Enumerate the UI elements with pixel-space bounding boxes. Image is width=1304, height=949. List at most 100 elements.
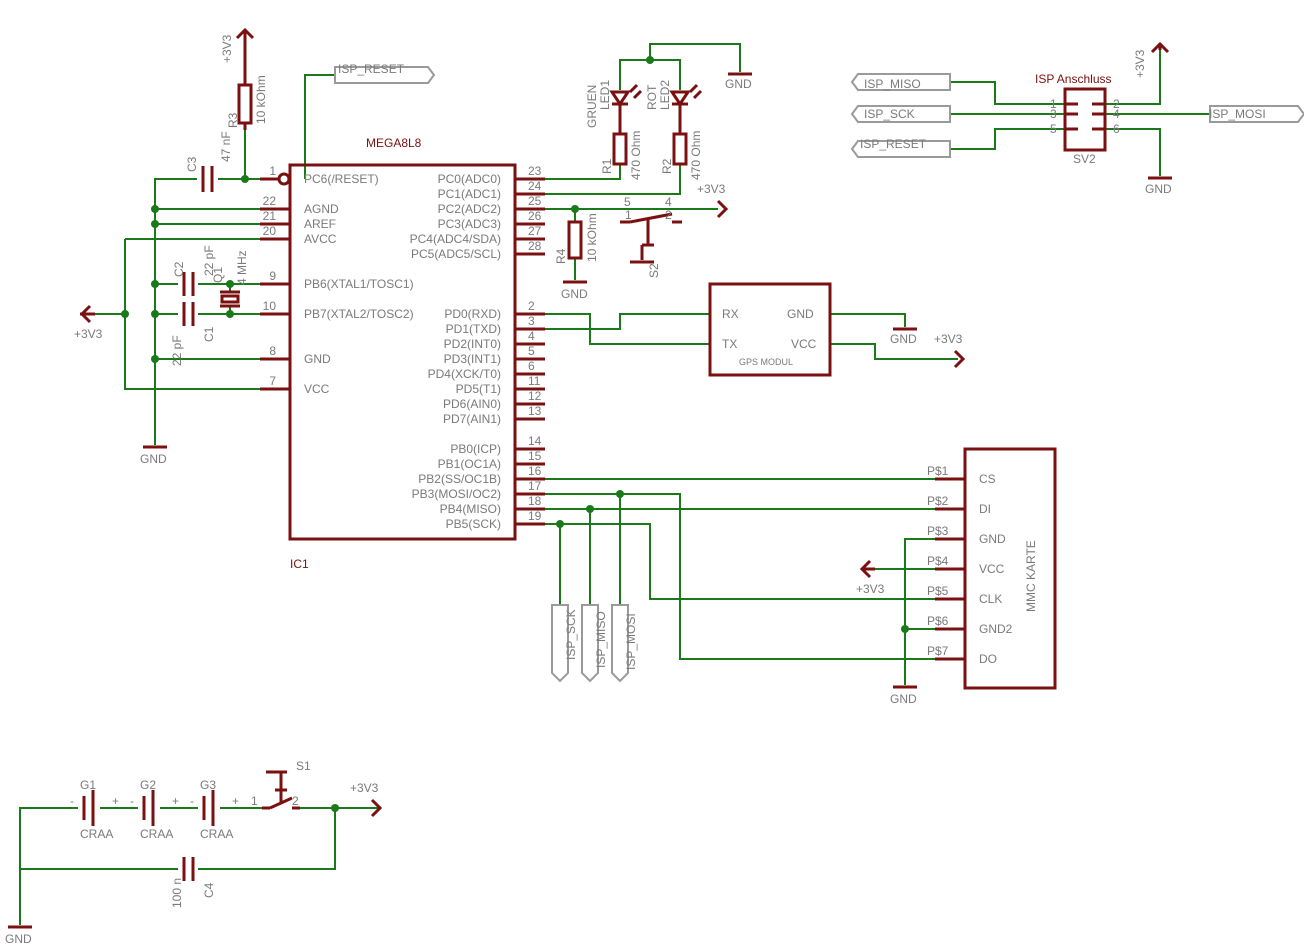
ic1-right-pins: 23PC0(ADC0)24PC1(ADC1)25PC2(ADC2)26PC3(A… [410,164,545,531]
c2-name: C2 [172,261,186,277]
svg-text:GND: GND [5,932,32,946]
mmc-pin-name: GND [979,532,1006,546]
gnd-r4: GND [561,280,588,301]
gnd-isp: GND [1145,176,1172,196]
battery-g1: - + G1 CRAA [70,778,119,841]
svg-text:GND: GND [890,692,917,706]
gnd-gps: GND [890,327,917,346]
ic1-pin-number: 23 [528,164,542,178]
net-label-isp-miso-sv2 [850,73,951,91]
ic1-pin-number: 4 [528,329,535,343]
svg-text:+3V3: +3V3 [1133,49,1147,78]
net-label-isp-mosi-text: ISP_MOSI [624,613,638,670]
ic1-value: MEGA8L8 [366,136,422,150]
svg-text:GND: GND [725,77,752,91]
ic1-pin-number: 11 [528,374,541,388]
v33-arrow-isp: +3V3 [1133,41,1170,78]
s2-pin-4: 4 [665,195,672,209]
isp-pin-number: 1 [1050,97,1057,111]
capacitor-c3: C3 47 nF [185,131,233,192]
net-label-isp-reset-sv2 [850,140,951,158]
gps-title: GPS MODUL [739,357,793,367]
svg-text:G1: G1 [80,778,96,792]
svg-text:+3V3: +3V3 [220,34,234,63]
v33-arrow-r3: +3V3 [220,27,255,70]
mmc-pin-name: DO [979,652,997,666]
mmc-pin-name: GND2 [979,622,1013,636]
mmc-title: MMC KARTE [1024,540,1038,612]
svg-text:CRAA: CRAA [200,827,233,841]
resistor-r1: R1 470 Ohm [600,131,643,180]
ic1-left-pins: 1PC6(/RESET)22AGND21AREF20AVCC9PB6(XTAL1… [260,164,414,396]
svg-text:G2: G2 [140,778,156,792]
led2-name: LED2 [658,80,672,110]
mmc-pin-name: DI [979,502,991,516]
resistor-r3: R3 10 kOhm [226,70,268,130]
ic1-pin-number: 25 [528,194,542,208]
net-label-isp-miso-text: ISP_MISO [594,611,608,668]
ic1-pin-name: PD1(TXD) [446,322,501,336]
ic1-pin-name: PD0(RXD) [444,307,501,321]
net-label-isp-sck-sv2-text: ISP_SCK [864,107,915,121]
gps-pin-tx: TX [722,337,737,351]
svg-text:GND: GND [140,452,167,466]
svg-text:1: 1 [251,794,258,808]
svg-text:C4: C4 [202,882,216,898]
ic1-pin-name: PD2(INT0) [444,337,501,351]
mmc-pin-name: CS [979,472,996,486]
resistor-r2: R2 470 Ohm [660,131,703,180]
net-label-isp-mosi-sv2-text: ISP_MOSI [1209,107,1266,121]
ic1-pin-name: PC4(ADC4/SDA) [410,232,501,246]
switch-s1: S1 1 2 [251,759,311,810]
ic1-pin-name: PC0(ADC0) [438,172,501,186]
svg-text:-: - [70,794,74,808]
q1-value: 4 MHz [235,250,249,285]
isp-pin-number: 4 [1113,107,1120,121]
svg-text:100 n: 100 n [170,878,184,908]
svg-text:CRAA: CRAA [140,827,173,841]
ic1-pin-number: 2 [528,299,535,313]
ic1-pin-name: PD7(AIN1) [443,412,501,426]
mmc-pad: P$7 [927,644,949,658]
v33-arrow-battery: +3V3 [350,781,383,818]
ic1-pin-name: PC6(/RESET) [304,172,379,186]
gps-pin-gnd: GND [787,307,814,321]
isp-name: SV2 [1073,152,1096,166]
c1-value: 22 pF [170,335,184,366]
r2-name: R2 [660,158,674,174]
q1-name: Q1 [211,267,225,283]
svg-text:+3V3: +3V3 [697,182,726,196]
ic1-pin-name: GND [304,352,331,366]
ic1-pin-name: AGND [304,202,339,216]
supply-symbols: +3V3 +3V3 +3V3 +3V3 +3V3 +3V3 [5,27,1172,946]
net-label-isp-miso [581,604,599,683]
gnd-led: GND [725,72,752,91]
mmc-pad: P$2 [927,494,949,508]
ic1-pin-number: 24 [528,179,542,193]
net-label-isp-miso-sv2-text: ISP_MISO [864,77,921,91]
svg-text:+3V3: +3V3 [856,582,885,596]
ic1-pin-name: PB7(XTAL2/TOSC2) [304,307,414,321]
s2-pin-2: 2 [665,208,672,222]
r3-value: 10 kOhm [254,75,268,124]
isp-pin-number: 3 [1050,107,1057,121]
capacitor-c2: C2 22 pF [172,245,216,296]
gps-pin-rx: RX [722,307,739,321]
c3-name: C3 [185,156,199,172]
ic1-pin-number: 10 [263,299,277,313]
mmc-pad: P$4 [927,554,949,568]
ic1-pin-number: 14 [528,434,542,448]
svg-text:+: + [232,794,239,808]
ic1-mega8l8: MEGA8L8 IC1 1PC6(/RESET)22AGND21AREF20AV… [260,136,545,571]
switch-s2: 1 2 5 4 S2 [620,195,682,278]
ic1-pin-number: 18 [528,494,542,508]
led1-value: GRUEN [585,85,599,128]
r3-name: R3 [226,112,240,128]
ic1-pin-name: PB3(MOSI/OC2) [412,487,501,501]
ic1-pin-name: PB1(OC1A) [438,457,501,471]
gnd-battery: GND [5,925,32,946]
ic1-pin-number: 27 [528,224,542,238]
svg-text:+: + [112,794,119,808]
